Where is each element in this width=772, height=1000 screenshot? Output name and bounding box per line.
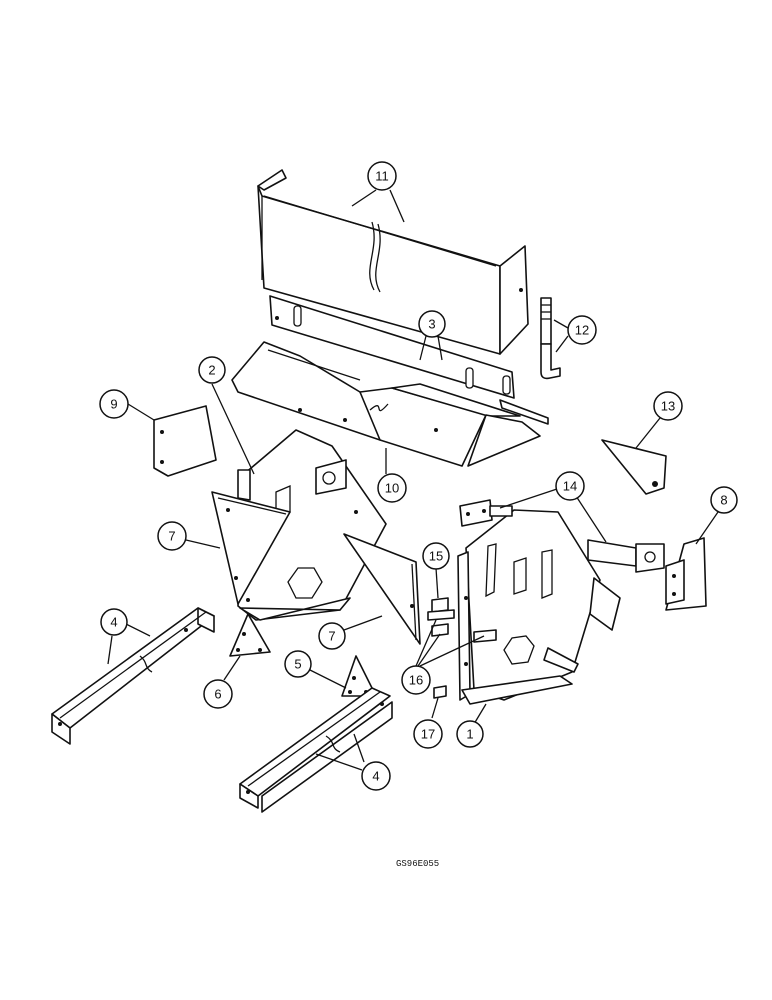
- svg-text:7: 7: [168, 529, 175, 544]
- callout-10: 10: [377, 473, 407, 503]
- part-2-left-side-plate: [237, 429, 387, 621]
- callout-16: 16: [401, 665, 431, 695]
- callout-8: 8: [710, 486, 738, 514]
- part-4-right-rail: [239, 687, 393, 813]
- svg-text:1: 1: [466, 727, 473, 742]
- callout-12: 12: [567, 315, 597, 345]
- part-6-gusset-small: [229, 613, 271, 657]
- svg-text:4: 4: [372, 769, 379, 784]
- part-11-top-shield: [257, 169, 529, 355]
- callout-7-left: 7: [157, 521, 187, 551]
- svg-text:15: 15: [429, 549, 443, 564]
- callout-17: 17: [413, 719, 443, 749]
- part-14-brackets: [459, 499, 665, 573]
- svg-text:12: 12: [575, 323, 589, 338]
- callout-7-right: 7: [318, 622, 346, 650]
- callout-15: 15: [422, 542, 450, 570]
- part-13-right-bracket: [601, 439, 667, 495]
- svg-text:14: 14: [563, 479, 577, 494]
- callout-4-left: 4: [100, 608, 128, 636]
- callout-1: 1: [456, 720, 484, 748]
- reference-code: GS96E055: [396, 859, 439, 869]
- part-3-slotted-strap: [269, 295, 549, 425]
- callout-5: 5: [284, 650, 312, 678]
- callout-14: 14: [555, 471, 585, 501]
- svg-text:16: 16: [409, 673, 423, 688]
- callout-13: 13: [653, 391, 683, 421]
- svg-text:7: 7: [328, 629, 335, 644]
- svg-text:4: 4: [110, 615, 117, 630]
- svg-text:8: 8: [720, 493, 727, 508]
- svg-text:17: 17: [421, 727, 435, 742]
- svg-text:3: 3: [428, 317, 435, 332]
- callout-4-right: 4: [361, 761, 391, 791]
- callout-9: 9: [99, 389, 129, 419]
- svg-text:2: 2: [208, 363, 215, 378]
- part-8-right-plate: [665, 537, 707, 611]
- part-12-pin: [540, 297, 561, 380]
- svg-text:13: 13: [661, 399, 675, 414]
- svg-text:9: 9: [110, 397, 117, 412]
- callout-11: 11: [367, 161, 397, 191]
- callout-3: 3: [418, 310, 446, 338]
- callout-2: 2: [198, 356, 226, 384]
- part-15-16-17-clips: [427, 597, 497, 699]
- svg-text:6: 6: [214, 687, 221, 702]
- callout-6: 6: [203, 679, 233, 709]
- part-7-left-gusset: [211, 491, 291, 605]
- svg-text:5: 5: [294, 657, 301, 672]
- part-1-right-side-plate: [457, 509, 621, 705]
- part-10-lower-hood: [231, 341, 541, 467]
- part-9-left-plate: [153, 405, 217, 477]
- part-7-right-gusset: [343, 533, 421, 645]
- leader-lines: [107, 189, 719, 771]
- svg-text:11: 11: [375, 169, 389, 184]
- part-4-left-rail: [51, 607, 215, 745]
- svg-text:10: 10: [385, 481, 399, 496]
